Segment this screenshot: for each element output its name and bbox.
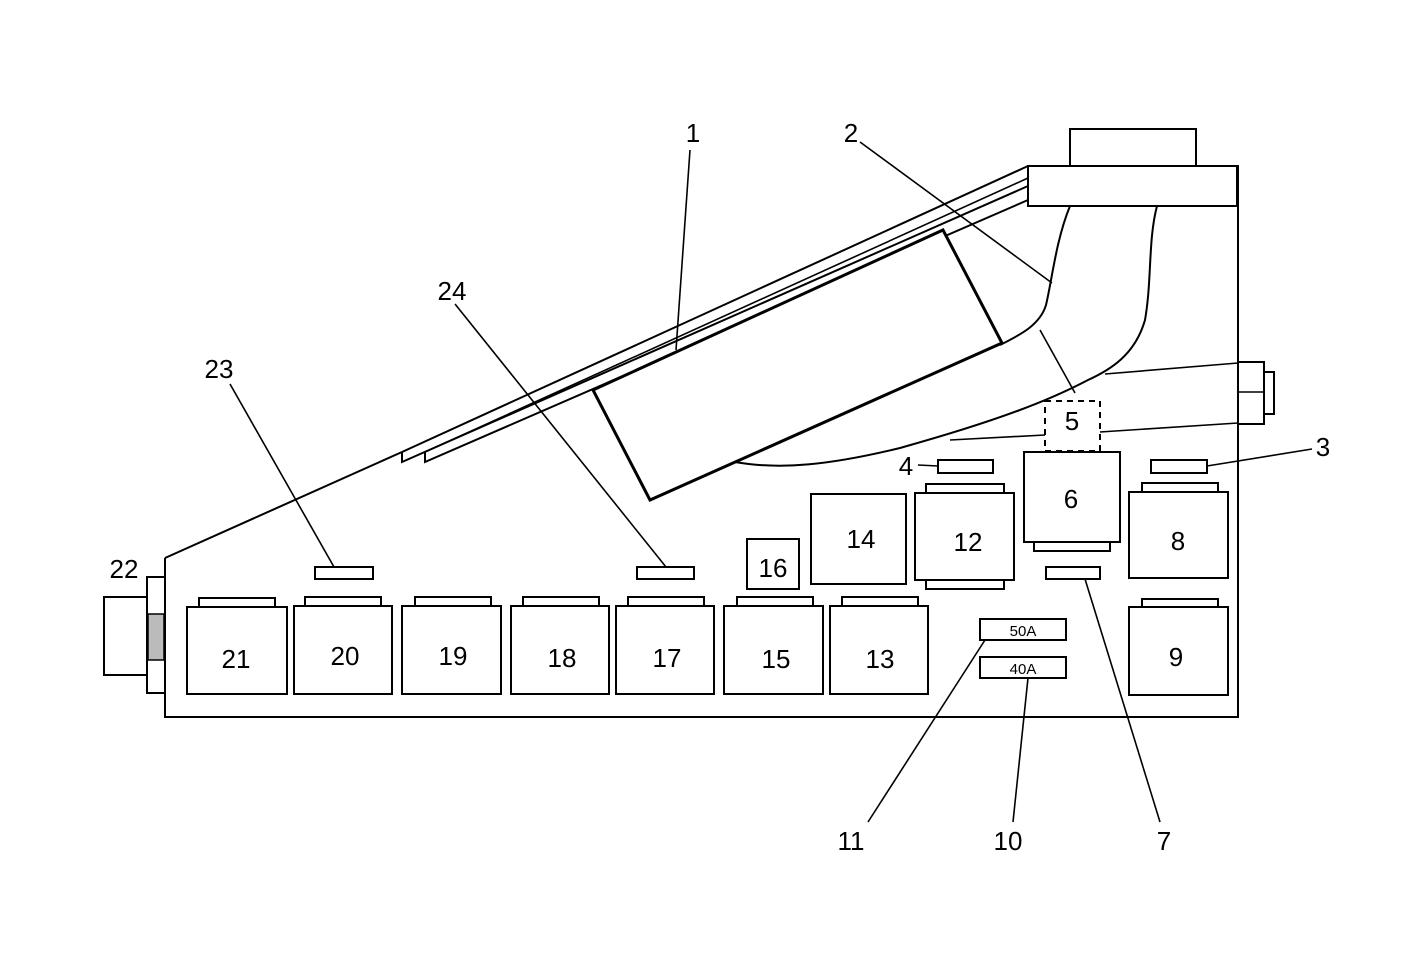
label-19: 19: [439, 641, 468, 671]
callout-2: 2: [844, 118, 858, 148]
slot-24: [636, 566, 695, 580]
relay-19: [401, 605, 502, 695]
side-connector: [949, 361, 1275, 441]
fuse-50a-label: 50A: [1010, 623, 1037, 640]
label-18: 18: [548, 643, 577, 673]
slot-3: [1150, 459, 1208, 474]
fuse-50a: [979, 618, 1067, 641]
label-14: 14: [847, 524, 876, 554]
relay-15: [723, 605, 824, 695]
fuse-40a-label: 40A: [1010, 661, 1037, 678]
relay-9: [1128, 606, 1229, 696]
slot-4: [937, 459, 994, 474]
callout-3: 3: [1316, 432, 1330, 462]
label-15: 15: [762, 644, 791, 674]
callout-7: 7: [1157, 826, 1171, 856]
component-labels: 21 20 19 18 17 15 13 16 14 12 6 8 9: [222, 484, 1186, 674]
relay-18: [510, 605, 610, 695]
callout-22: 22: [110, 554, 139, 584]
maxi-fuses: 50A 40A: [979, 618, 1067, 679]
label-plate: [590, 228, 1005, 502]
label-6: 6: [1064, 484, 1078, 514]
label-20: 20: [331, 641, 360, 671]
fuse-40a: [979, 656, 1067, 679]
fuse-16: [746, 538, 800, 590]
label-8: 8: [1171, 526, 1185, 556]
callout-5: 5: [1065, 406, 1079, 436]
top-bracket: [1027, 128, 1238, 207]
label-16: 16: [759, 553, 788, 583]
mini-slots: [314, 459, 1208, 580]
relay-14: [810, 493, 907, 585]
callout-11: 11: [838, 826, 865, 856]
callouts: 1 2 3 4 5 7 10 11 22 23 24: [110, 118, 1331, 856]
label-12: 12: [954, 527, 983, 557]
callout-24: 24: [438, 276, 467, 306]
relay-row: [186, 596, 929, 695]
relay-13: [829, 605, 929, 695]
left-connector: [103, 576, 166, 694]
relay-17: [615, 605, 715, 695]
slot-23: [314, 566, 374, 580]
relay-21: [186, 606, 288, 695]
relay-8: [1128, 491, 1229, 579]
label-13: 13: [866, 644, 895, 674]
mid-components: [746, 451, 1229, 696]
callout-4: 4: [899, 451, 913, 481]
slot-7: [1045, 566, 1101, 580]
label-21: 21: [222, 644, 251, 674]
leader-lines: [229, 141, 1313, 823]
relay-20: [293, 605, 393, 695]
callout-1: 1: [686, 118, 700, 148]
relay-12: [914, 492, 1015, 581]
callout-23: 23: [205, 354, 234, 384]
label-9: 9: [1169, 642, 1183, 672]
relay-6: [1023, 451, 1121, 543]
cable-bundle: [734, 205, 1158, 467]
callout-10: 10: [994, 826, 1023, 856]
label-17: 17: [653, 643, 682, 673]
